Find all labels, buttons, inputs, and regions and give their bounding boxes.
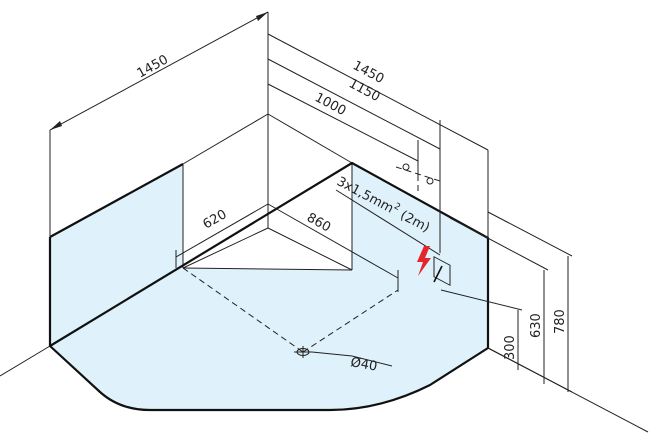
connection-point-icon [395, 155, 441, 192]
dim-1450-left-label: 1450 [135, 52, 171, 81]
cable-end [433, 265, 443, 283]
wall-base-left [182, 227, 269, 269]
wall-base-right [267, 227, 353, 271]
floor-line [182, 267, 353, 271]
floor-left-ext [0, 345, 51, 377]
drain-line-right [302, 289, 399, 353]
dim-1150-line [267, 58, 441, 150]
drain-label: Ø40 [349, 355, 378, 374]
ext-780-top [487, 211, 573, 257]
wall-top-left [182, 113, 269, 165]
dim-1450-left-arrow-a [50, 121, 62, 130]
dim-620-line [175, 203, 269, 258]
dim-1450-left-arrow-b [256, 12, 268, 21]
dim-1450-left-line [49, 11, 269, 131]
cable-label-superscript: 2 [392, 202, 402, 214]
dim-630-label: 630 [529, 313, 544, 338]
dim-1450-right-line [267, 33, 489, 151]
wall-top-right [267, 113, 353, 164]
ext-base [487, 347, 573, 393]
dim-300-label: 300 [503, 335, 518, 360]
socket-icon [433, 255, 451, 287]
ext-300-top [440, 289, 523, 311]
lightning-bolt-icon [417, 246, 431, 276]
cable-leader [335, 189, 441, 256]
drain-leader-tail [351, 355, 393, 367]
dim-1000-label: 1000 [312, 90, 348, 119]
drain-icon [294, 346, 312, 358]
dim-860-line [267, 203, 399, 279]
dim-780-label: 780 [553, 309, 568, 334]
drain-leader [311, 351, 353, 357]
ext-630-top [449, 217, 549, 271]
left-wall-panel [50, 164, 183, 346]
dim-1000-line [267, 83, 419, 162]
dim-860-label: 860 [304, 210, 333, 235]
tub-rim [48, 237, 52, 346]
tub-outline [48, 161, 490, 412]
drain-line-left [182, 267, 304, 353]
